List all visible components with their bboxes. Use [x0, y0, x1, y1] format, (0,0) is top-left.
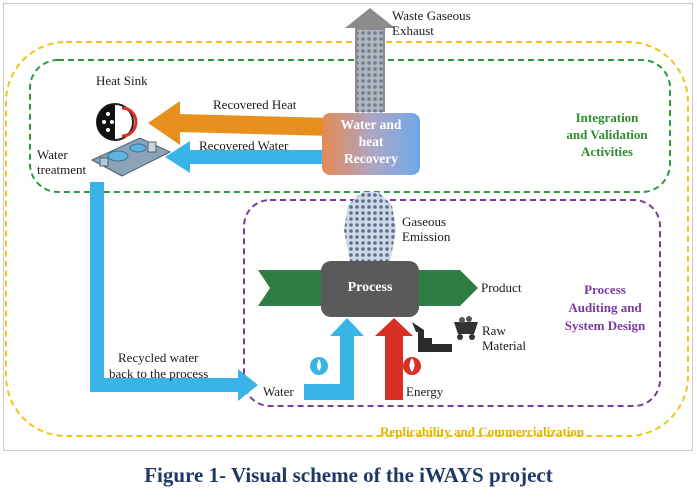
- process-label: Process: [347, 280, 393, 295]
- recovered-heat-label: Recovered Heat: [213, 97, 297, 112]
- recycled-label-1: Recycled water: [118, 350, 199, 365]
- water-treatment-label-1: Water: [37, 147, 68, 162]
- product-label: Product: [481, 280, 522, 295]
- integration-label-3: Activities: [581, 144, 633, 159]
- energy-input-arrow: [375, 318, 413, 400]
- integration-label-2: and Validation: [566, 127, 648, 142]
- integration-label-1: Integration: [575, 110, 639, 125]
- mine-cart-icon: [454, 316, 478, 340]
- gaseous-label-1: Gaseous: [402, 214, 447, 229]
- recovered-heat-arrow: [148, 101, 332, 145]
- flame-icon: [403, 357, 421, 375]
- figure-caption: Figure 1- Visual scheme of the iWAYS pro…: [144, 463, 553, 487]
- recovery-box-line-3: Recovery: [344, 151, 398, 166]
- recovery-box-label: Water and heat Recovery: [322, 116, 420, 167]
- integration-frame: [29, 59, 671, 193]
- auditing-label-3: System Design: [564, 318, 646, 333]
- water-treatment-icon: [90, 137, 172, 177]
- waste-gaseous-label: Waste Gaseous: [392, 8, 471, 23]
- recovered-water-arrow: [165, 141, 332, 173]
- water-label: Water: [263, 384, 294, 399]
- recovered-water-label: Recovered Water: [199, 138, 289, 153]
- replicability-label: Replicability and Commercialization: [380, 424, 585, 439]
- recovery-box-line-2: heat: [358, 134, 384, 149]
- heat-sink-label: Heat Sink: [96, 73, 148, 88]
- heat-sink-icon: [96, 103, 138, 141]
- replicability-frame: [5, 41, 689, 437]
- figure-frame: [3, 3, 693, 451]
- auditing-label-2: Auditing and: [568, 300, 642, 315]
- process-box: [321, 261, 419, 317]
- gaseous-label-2: Emission: [402, 229, 451, 244]
- recovery-box: [322, 113, 420, 175]
- energy-label: Energy: [406, 384, 444, 399]
- raw-material-bent-arrow: [412, 322, 452, 352]
- water-treatment-label-2: treatment: [37, 162, 87, 177]
- raw-label-2: Material: [482, 338, 527, 353]
- recovery-box-line-1: Water and: [340, 117, 402, 132]
- auditing-label-1: Process: [584, 282, 626, 297]
- gaseous-emission-plume: [344, 192, 396, 262]
- exhaust-label: Exhaust: [392, 23, 434, 38]
- diagram-canvas: [5, 8, 689, 437]
- auditing-frame: [243, 199, 661, 407]
- recycled-water-arrow: [90, 182, 258, 401]
- raw-label-1: Raw: [482, 323, 506, 338]
- water-drop-icon: [310, 357, 328, 375]
- recycled-label-2: back to the process: [109, 366, 209, 381]
- water-input-arrow: [304, 318, 364, 400]
